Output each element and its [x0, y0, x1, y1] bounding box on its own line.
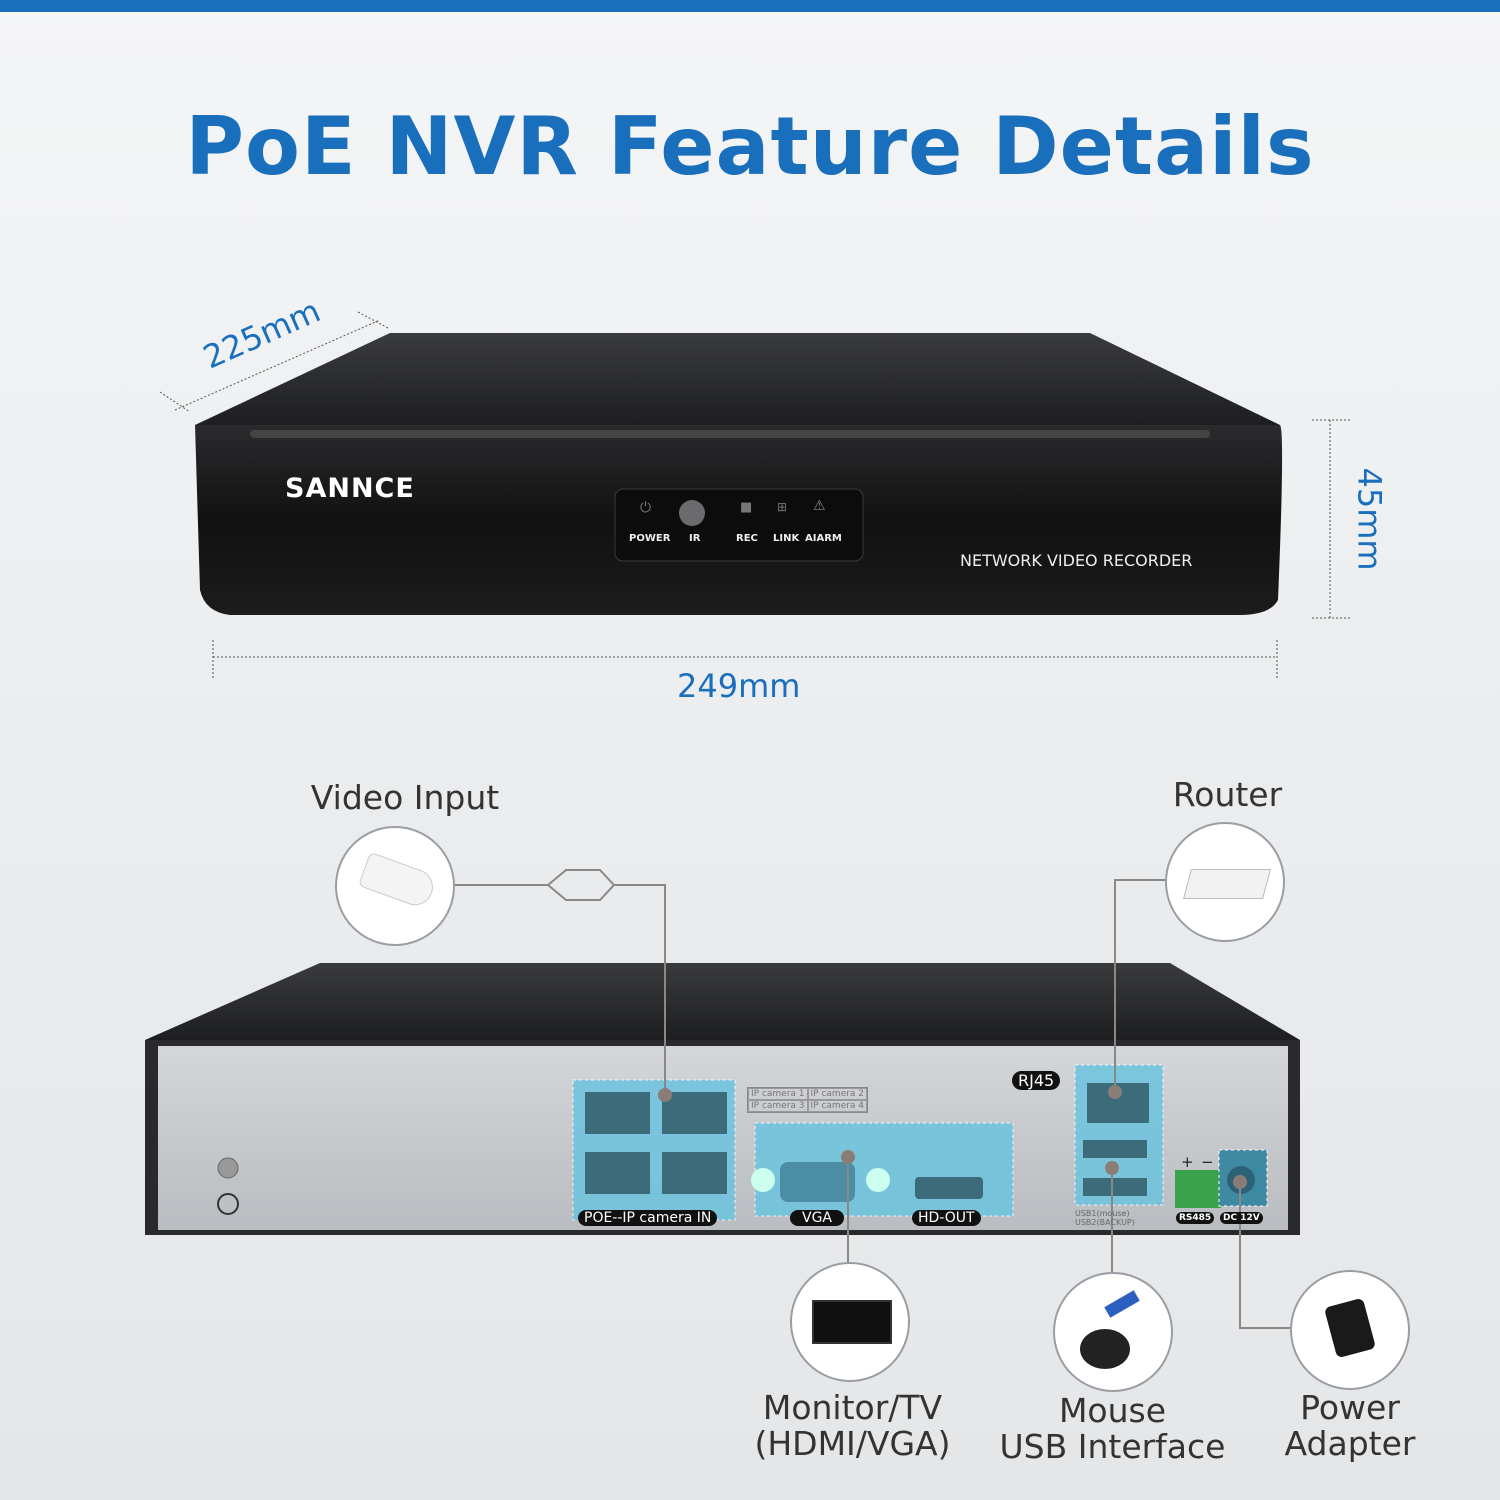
ip-camera-map: IP camera 1 IP camera 2 IP camera 3 IP c…: [747, 1087, 869, 1113]
rs485-plus: +: [1181, 1153, 1194, 1171]
rj45-label: RJ45: [1012, 1071, 1061, 1090]
power-icon: ⏻: [640, 500, 652, 516]
usb2-label: USB2(BACKUP): [1075, 1218, 1135, 1227]
dc-label: DC 12V: [1220, 1212, 1263, 1224]
rear-nvr: [145, 963, 1300, 1235]
ip-camera-3: IP camera 3: [748, 1100, 808, 1112]
mouse-label-line2: USB Interface: [999, 1427, 1226, 1466]
router-icon: [1182, 869, 1272, 899]
ground-icon: [217, 1193, 239, 1215]
rs485-label: RS485: [1176, 1212, 1215, 1224]
indicator-rec-label: REC: [736, 533, 758, 544]
ip-camera-2: IP camera 2: [807, 1088, 868, 1100]
indicator-ir-label: IR: [689, 533, 701, 544]
connector-lines: [452, 869, 1290, 1329]
vga-label: VGA: [790, 1210, 845, 1226]
usb-dongle-icon: [1104, 1290, 1140, 1318]
poe-port-label: POE--IP camera IN: [578, 1210, 718, 1226]
height-dimension: 45mm: [1350, 467, 1389, 571]
page-title: PoE NVR Feature Details: [185, 100, 1315, 193]
power-adapter-circle: [1290, 1270, 1410, 1390]
usb-labels: USB1(mouse) USB2(BACKUP): [1075, 1209, 1135, 1227]
alarm-warning-icon: ⚠: [813, 498, 826, 514]
indicator-panel: ⏻ ■ ⊞ ⚠ POWER IR REC LINK AIARM: [620, 498, 860, 550]
video-input-label: Video Input: [310, 778, 500, 817]
monitor-label-line1: Monitor/TV: [762, 1388, 943, 1427]
power-label: Power Adapter: [1270, 1390, 1430, 1462]
camera-circle: [335, 826, 455, 946]
ip-camera-4: IP camera 4: [807, 1100, 868, 1112]
mouse-icon: [1080, 1329, 1130, 1369]
mouse-label: Mouse USB Interface: [985, 1393, 1240, 1465]
router-circle: [1165, 822, 1285, 942]
network-link-icon: ⊞: [777, 500, 788, 514]
ip-camera-1: IP camera 1: [748, 1088, 808, 1100]
bullet-camera-icon: [358, 851, 438, 911]
model-text: NETWORK VIDEO RECORDER: [960, 551, 1193, 570]
indicator-alarm-label: AIARM: [805, 533, 842, 544]
top-accent-bar: [0, 0, 1500, 12]
hdmi-label: HD-OUT: [912, 1210, 981, 1226]
usb1-label: USB1(mouse): [1075, 1209, 1130, 1218]
indicator-power-label: POWER: [629, 533, 671, 544]
power-label-line1: Power: [1300, 1388, 1400, 1427]
mouse-circle: [1053, 1272, 1173, 1392]
brand-logo: SANNCE: [285, 473, 415, 504]
monitor-circle: [790, 1262, 910, 1382]
router-label: Router: [1172, 775, 1283, 814]
monitor-label-line2: (HDMI/VGA): [754, 1424, 951, 1463]
power-adapter-icon: [1323, 1297, 1377, 1359]
power-label-line2: Adapter: [1284, 1424, 1416, 1463]
monitor-label: Monitor/TV (HDMI/VGA): [730, 1390, 975, 1462]
dimension-lines: [159, 311, 1350, 678]
mouse-label-line1: Mouse: [1058, 1391, 1167, 1430]
monitor-icon: [812, 1300, 892, 1344]
width-dimension: 249mm: [677, 667, 801, 705]
ir-sensor-icon: [679, 500, 705, 526]
front-nvr: [195, 333, 1283, 615]
indicator-link-label: LINK: [773, 533, 800, 544]
record-icon: ■: [740, 500, 753, 515]
rs485-minus: −: [1201, 1153, 1214, 1171]
